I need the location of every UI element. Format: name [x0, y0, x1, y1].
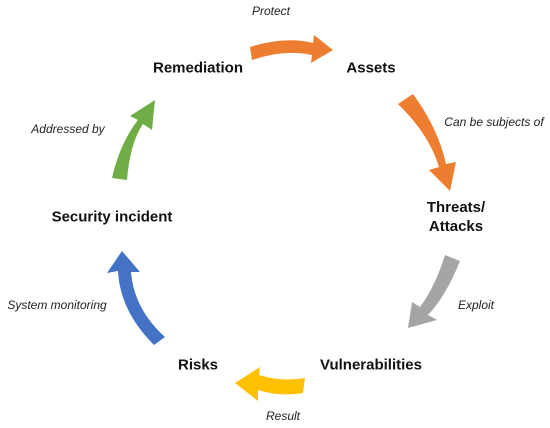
protect-arrow — [250, 35, 333, 63]
node-risks: Risks — [177, 356, 219, 374]
label-result: Result — [265, 409, 301, 423]
label-exploit: Exploit — [457, 298, 495, 312]
label-addressed-by: Addressed by — [31, 122, 105, 136]
node-assets: Assets — [346, 59, 396, 77]
system-monitoring-arrow — [107, 251, 165, 345]
label-protect: Protect — [251, 4, 291, 18]
node-threats-line1: Threats/ — [426, 199, 486, 216]
node-threats-line2: Attacks — [428, 218, 484, 235]
node-vulnerabilities: Vulnerabilities — [320, 356, 422, 374]
node-remediation: Remediation — [152, 59, 244, 77]
label-system-monitoring: System monitoring — [7, 298, 107, 312]
exploit-arrow — [408, 255, 460, 328]
node-security-incident: Security incident — [51, 208, 173, 226]
label-can-be-subjects-of: Can be subjects of — [444, 115, 544, 129]
result-arrow — [235, 367, 305, 401]
can-be-subjects-of-arrow — [398, 94, 456, 191]
node-threats-attacks: Threats/ Attacks — [427, 198, 485, 236]
addressed-by-arrow — [112, 100, 155, 180]
